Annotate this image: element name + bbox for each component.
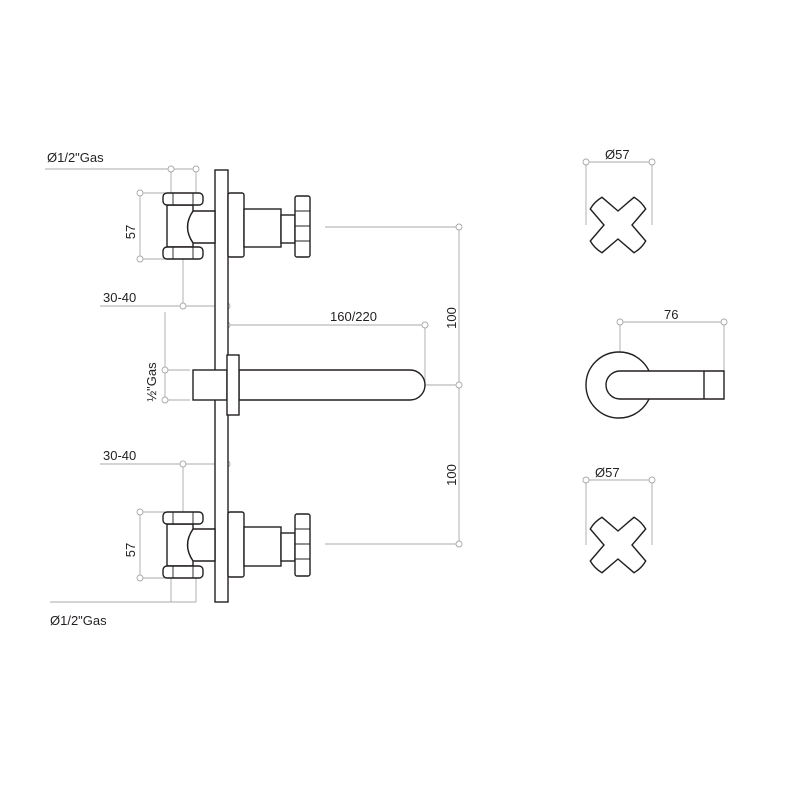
bottom-inlet-label: Ø1/2"Gas (50, 613, 107, 628)
lever-length-label: 76 (664, 307, 678, 322)
lower-spacing-label: 100 (444, 464, 459, 486)
bottom-height-label: 57 (123, 543, 138, 557)
bottom-depth-label: 30-40 (103, 448, 136, 463)
lever-front (585, 351, 725, 419)
spout-inlet-label: ½"Gas (144, 362, 159, 402)
top-depth-label: 30-40 (103, 290, 136, 305)
top-valve-side (162, 192, 311, 260)
bottom-valve-side (162, 511, 311, 579)
top-cross-handle-front (589, 196, 647, 254)
top-height-label: 57 (123, 225, 138, 239)
bottom-cross-handle-front (589, 516, 647, 574)
upper-spacing-label: 100 (444, 307, 459, 329)
spout-length-label: 160/220 (330, 309, 377, 324)
bottom-handle-diameter-label: Ø57 (595, 465, 620, 480)
top-inlet-label: Ø1/2"Gas (47, 150, 104, 165)
top-handle-diameter-label: Ø57 (605, 147, 630, 162)
spout-side (192, 354, 426, 416)
